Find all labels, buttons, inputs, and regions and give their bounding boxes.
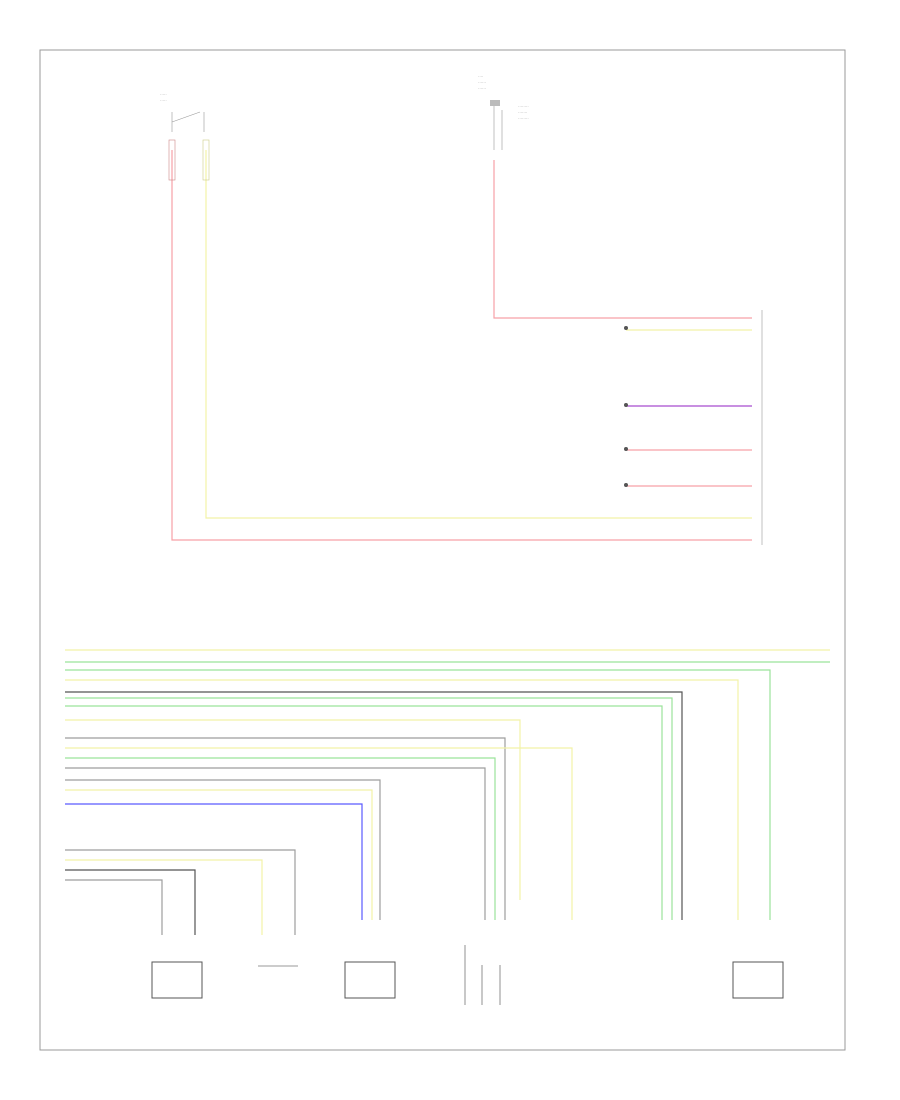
lower-bus (65, 849, 296, 935)
wire-yellow-left (205, 150, 752, 519)
svg-text:······: ······ (478, 80, 486, 85)
bus-line (65, 879, 163, 935)
bus-line (65, 757, 496, 920)
connector-pin (202, 139, 210, 181)
svg-text:········: ········ (518, 104, 529, 109)
wire-red-stub (626, 449, 752, 487)
switch-top-left: ····· ····· (160, 92, 205, 132)
bus-lines (65, 649, 830, 920)
bus-line (65, 767, 486, 920)
module-4 (464, 945, 501, 1005)
connector-pin (168, 139, 176, 181)
module-1-box (151, 961, 203, 999)
splice-dot (624, 483, 628, 487)
bus-line (65, 803, 363, 920)
svg-text:·····: ····· (160, 98, 167, 103)
bus-line (65, 719, 521, 900)
bus-line (65, 789, 373, 920)
svg-text:·······: ······· (518, 110, 527, 115)
splice-dot (624, 326, 628, 330)
bus-line (65, 679, 739, 920)
splice-dot (624, 447, 628, 451)
bus-line (65, 737, 506, 920)
bus-line (65, 859, 263, 935)
bus-line (65, 747, 573, 920)
bus-line (65, 691, 683, 920)
diagram-frame (39, 49, 846, 1051)
bus-line (65, 849, 296, 935)
wire-red-left (171, 150, 752, 541)
bus-line (65, 705, 663, 920)
module-6-box (732, 961, 784, 999)
svg-text:····: ···· (478, 74, 483, 79)
svg-text:······: ······ (478, 86, 486, 91)
splice-dot (624, 403, 628, 407)
bus-line (65, 779, 381, 920)
svg-text:········: ········ (518, 116, 529, 121)
svg-text:·····: ····· (160, 92, 167, 97)
wire-red-top (493, 160, 752, 319)
module-3-box (344, 961, 396, 999)
bus-line (65, 869, 196, 935)
bus-line (65, 669, 771, 920)
fuse-top-center: ···· ······ ······ ········ ······· ····… (478, 74, 529, 150)
bus-line (65, 697, 673, 920)
